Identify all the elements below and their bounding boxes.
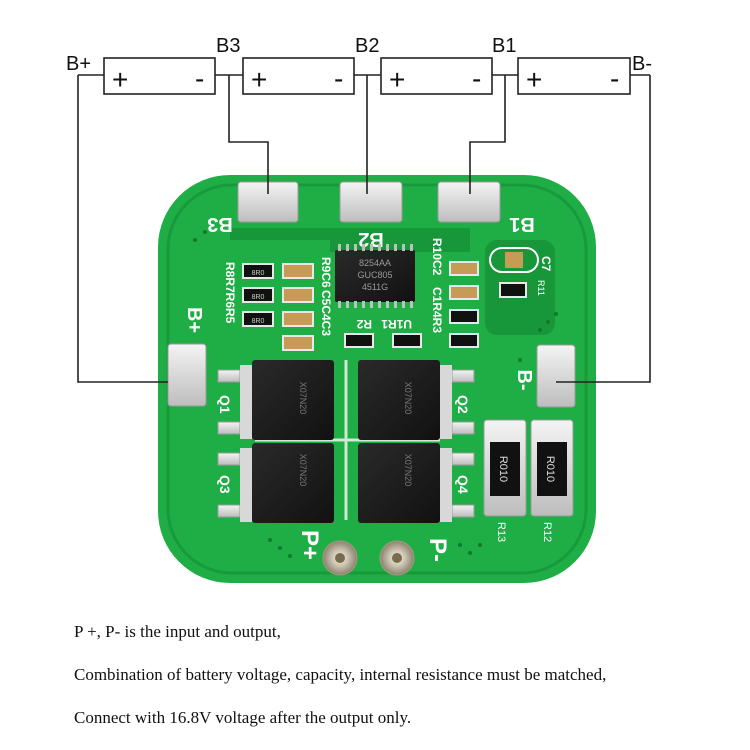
wire-bminus [556,75,651,383]
battery-cell-1 [103,57,216,95]
svg-text:X07N20: X07N20 [403,454,413,487]
silk-q4: Q4 [455,475,471,494]
svg-text:X07N20: X07N20 [298,382,308,415]
cell-2-minus: - [334,63,343,94]
label-b2: B2 [355,35,379,57]
cell-1-plus: + [112,64,128,95]
silk-r13: R13 [495,522,507,542]
pad-b1 [437,181,501,223]
label-bplus: B+ [66,53,91,75]
cell-2-plus: + [251,64,267,95]
silk-c1r4r3: C1R4R3 [430,287,444,333]
caption-line-3: Connect with 16.8V voltage after the out… [74,708,412,727]
wiring [77,74,651,383]
caption-line-2: Combination of battery voltage, capacity… [74,665,607,684]
label-bminus: B- [632,53,652,75]
silk-r11: R11 [536,280,546,296]
silk-r2: R2 [356,317,372,331]
smd-label-1: 8R0 [252,270,265,277]
svg-text:X07N20: X07N20 [403,382,413,415]
label-b1: B1 [492,35,516,57]
ic-text-2: GUC805 [357,270,392,280]
smd-label-3: 8R0 [252,318,265,325]
shunt-r12: R010 [530,419,574,517]
svg-text:X07N20: X07N20 [298,454,308,487]
cell-4-minus: - [610,63,619,94]
battery-cell-3 [380,57,493,95]
wire-b1 [469,75,506,194]
shunt-r13: R010 [483,419,527,517]
ic-text-1: 8254AA [359,258,391,268]
silk-r8r7r6r5: R8R7R6R5 [223,262,237,324]
mosfet-q3: X07N20 [217,443,334,523]
battery-cells: + - + - + - + - [103,57,631,95]
silk-pminus: P- [424,538,451,562]
silk-bplus: B+ [183,307,205,333]
silk-c7: C7 [539,256,553,272]
ic-text-3: 4511G [362,282,388,292]
cell-3-plus: + [389,64,405,95]
caption-line-1: P +, P- is the input and output, [74,622,281,641]
label-b3: B3 [216,35,240,57]
smd-right-cluster [344,247,539,348]
silk-bminus: B- [513,369,535,390]
pad-bminus [536,344,576,408]
cell-3-minus: - [472,63,481,94]
silk-r12: R12 [541,522,553,542]
silk-pplus: P+ [296,530,323,560]
svg-text:R010: R010 [497,456,509,482]
silk-c5c4c3: C5C4C3 [319,290,333,336]
silk-b3: B3 [207,213,233,235]
smd-label-2: 8R0 [252,294,265,301]
protection-ic: 8254AA GUC805 4511G [335,244,415,308]
mosfet-q4: X07N20 [358,443,475,523]
cell-1-minus: - [195,63,204,94]
silk-q2: Q2 [455,395,471,414]
mosfet-q2: X07N20 [358,360,475,440]
svg-text:R010: R010 [544,456,556,482]
pad-b2 [339,181,403,223]
battery-cell-4 [517,57,631,95]
pad-bplus [167,343,207,407]
battery-cell-2 [242,57,355,95]
silk-r10c2: R10C2 [430,238,444,276]
silk-q1: Q1 [217,395,233,414]
wire-bplus [77,75,168,383]
cell-4-plus: + [526,64,542,95]
mosfet-q1: X07N20 [217,360,334,440]
silk-u1r1: U1R1 [381,317,412,331]
vias [193,230,558,558]
smd-left-cluster: 8R0 8R0 8R0 [242,263,314,351]
silk-q3: Q3 [217,475,233,494]
silk-b1: B1 [509,213,535,235]
wire-b3 [228,75,269,194]
silk-r9c6: R9C6 [319,257,333,288]
